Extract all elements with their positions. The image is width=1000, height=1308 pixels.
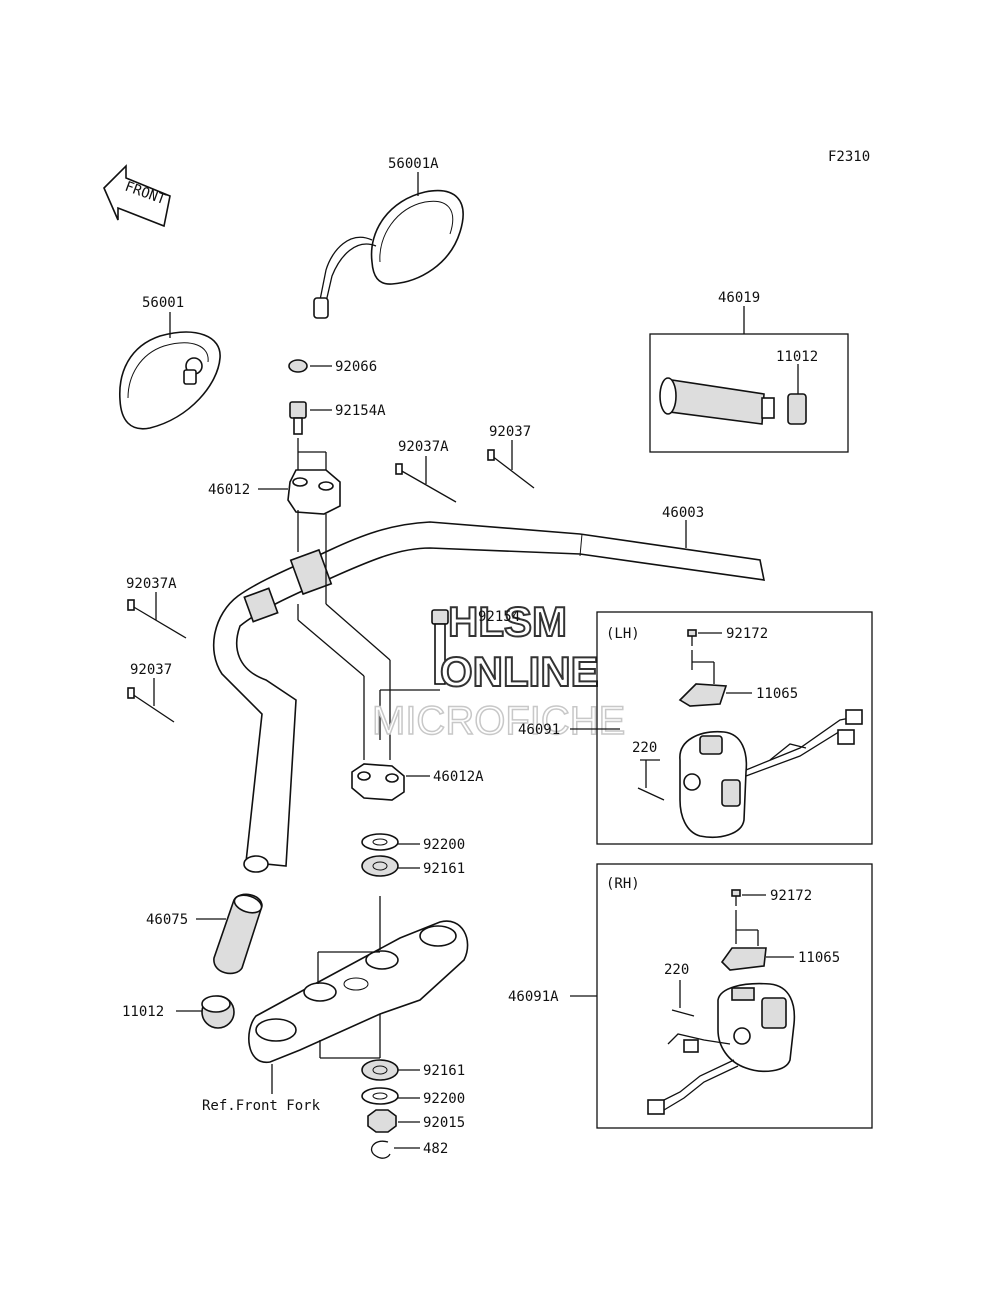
lh-label-11065: 11065 bbox=[756, 686, 798, 702]
mirror-left bbox=[119, 331, 221, 430]
label-46075: 46075 bbox=[146, 912, 188, 928]
rh-screw-220 bbox=[671, 1009, 695, 1017]
grip-right bbox=[659, 377, 775, 425]
nut bbox=[367, 1109, 397, 1133]
label-92037-upper: 92037 bbox=[489, 424, 531, 440]
holder-lower bbox=[351, 763, 405, 801]
weight-left bbox=[201, 995, 235, 1029]
watermark-line1: HLSM bbox=[448, 598, 567, 645]
label-92154: 92154 bbox=[478, 609, 520, 625]
lh-box-title: (LH) bbox=[606, 626, 640, 642]
label-92037A-upper: 92037A bbox=[398, 439, 449, 455]
label-92066: 92066 bbox=[335, 359, 377, 375]
label-92161-bottom: 92161 bbox=[423, 1063, 465, 1079]
clip bbox=[371, 1140, 391, 1159]
bolt-mid bbox=[431, 609, 449, 685]
figure-code: F2310 bbox=[828, 149, 870, 165]
label-46019: 46019 bbox=[718, 290, 760, 306]
label-11012-right: 11012 bbox=[776, 349, 818, 365]
label-92200-top: 92200 bbox=[423, 837, 465, 853]
rh-screw bbox=[731, 889, 741, 906]
washer-bottom bbox=[361, 1087, 399, 1105]
damper-top bbox=[361, 855, 399, 877]
lh-cover bbox=[678, 683, 728, 707]
label-46091: 46091 bbox=[518, 722, 560, 738]
rh-cover bbox=[720, 947, 767, 971]
label-92200-bottom: 92200 bbox=[423, 1091, 465, 1107]
label-46091A: 46091A bbox=[508, 989, 559, 1005]
lh-label-92172: 92172 bbox=[726, 626, 768, 642]
label-46012A: 46012A bbox=[433, 769, 484, 785]
label-56001A: 56001A bbox=[388, 156, 439, 172]
washer-top bbox=[361, 833, 399, 851]
rh-box-title: (RH) bbox=[606, 876, 640, 892]
lh-label-220: 220 bbox=[632, 740, 657, 756]
lh-switch-box bbox=[596, 611, 873, 845]
handlebar bbox=[213, 521, 766, 873]
clamp-92037-left bbox=[127, 687, 175, 723]
triple-clamp bbox=[248, 920, 469, 1063]
damper-bottom bbox=[361, 1059, 399, 1081]
front-arrow-icon: FRONT bbox=[103, 164, 171, 228]
label-ref-front-fork: Ref.Front Fork bbox=[202, 1098, 321, 1114]
weight-right bbox=[787, 393, 807, 425]
label-11012-left: 11012 bbox=[122, 1004, 164, 1020]
label-482: 482 bbox=[423, 1141, 448, 1157]
clamp-92037A-left bbox=[127, 599, 187, 639]
mirror-right bbox=[313, 189, 464, 319]
lh-screw-220 bbox=[637, 787, 665, 801]
watermark-line3: MICROFICHE bbox=[372, 699, 625, 743]
label-92015: 92015 bbox=[423, 1115, 465, 1131]
grip-set-box bbox=[649, 333, 849, 453]
clamp-92037A-upper bbox=[395, 463, 457, 503]
lh-switch-housing bbox=[679, 709, 863, 838]
label-46003: 46003 bbox=[662, 505, 704, 521]
label-92037A-left: 92037A bbox=[126, 576, 177, 592]
grip-left bbox=[213, 893, 263, 975]
rh-label-11065: 11065 bbox=[798, 950, 840, 966]
label-92161-top: 92161 bbox=[423, 861, 465, 877]
lh-screw bbox=[687, 629, 697, 646]
label-92154A: 92154A bbox=[335, 403, 386, 419]
label-46012: 46012 bbox=[208, 482, 250, 498]
rh-label-220: 220 bbox=[664, 962, 689, 978]
bolt-top bbox=[289, 401, 307, 435]
watermark: HLSM ONLINE MICROFICHE bbox=[371, 597, 626, 744]
clamp-92037-upper bbox=[487, 449, 535, 489]
watermark-line2: ONLINE bbox=[440, 648, 599, 695]
rh-switch-housing bbox=[647, 982, 796, 1115]
label-92037-left: 92037 bbox=[130, 662, 172, 678]
cap bbox=[288, 359, 308, 373]
rh-label-92172: 92172 bbox=[770, 888, 812, 904]
holder-upper bbox=[287, 469, 341, 515]
label-56001: 56001 bbox=[142, 295, 184, 311]
